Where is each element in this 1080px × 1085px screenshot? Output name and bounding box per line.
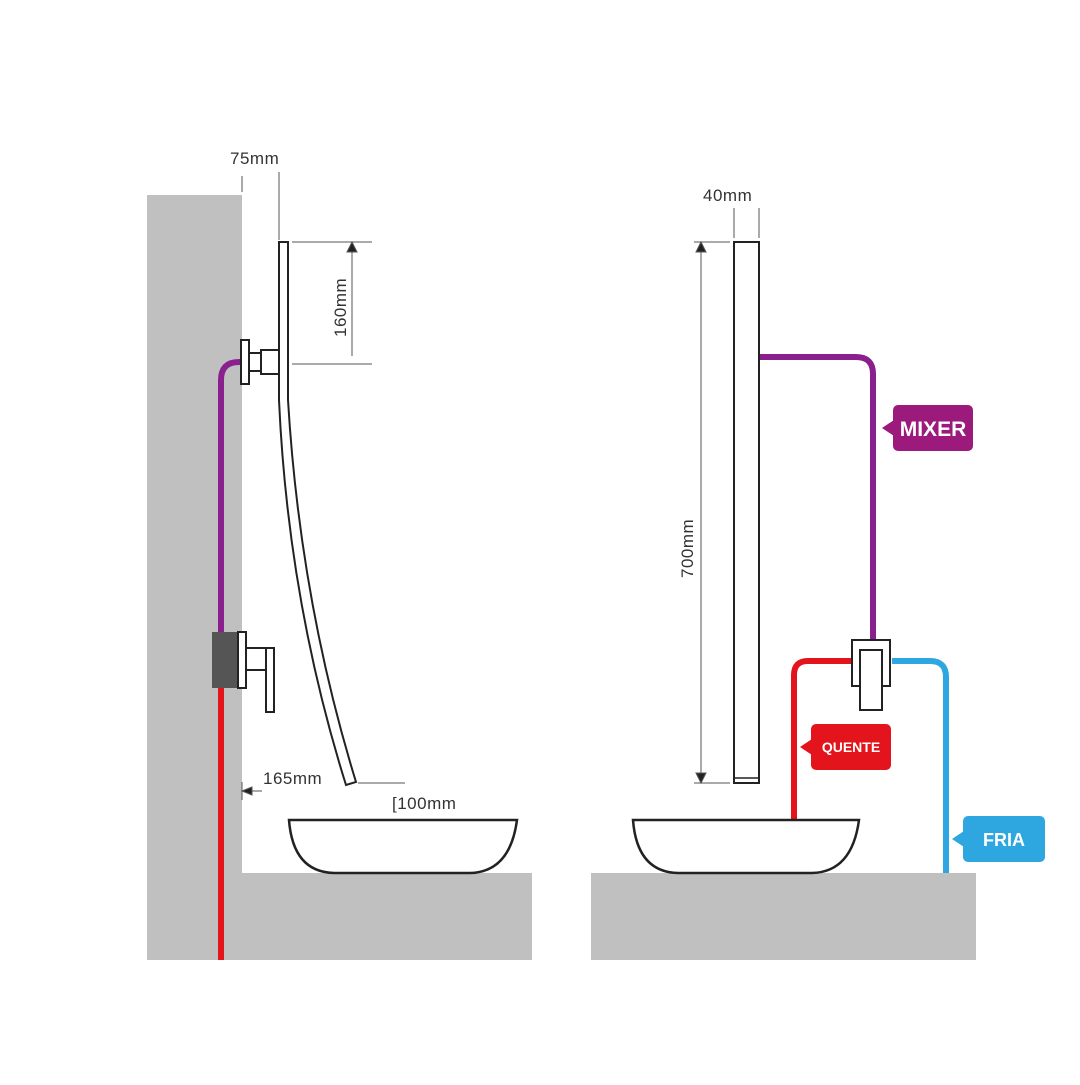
right-mixer-valve	[851, 639, 891, 711]
left-valve-body	[212, 632, 238, 688]
right-basin	[631, 818, 861, 875]
left-basin	[287, 818, 519, 875]
dim-panel-width: 40mm	[703, 186, 752, 205]
left-spout-connector	[240, 339, 280, 385]
dim-left-panel-height: 160mm	[331, 278, 350, 337]
mixer-tag: MIXER	[882, 405, 973, 451]
dim-spout-projection: [100mm	[392, 794, 456, 813]
left-dimension-lines	[240, 172, 405, 800]
mixer-label: MIXER	[900, 418, 967, 441]
right-mixed-pipe	[760, 354, 876, 640]
cold-tag: FRIA	[952, 816, 1045, 862]
dim-top-offset: 75mm	[230, 149, 279, 168]
right-hot-pipe	[791, 658, 854, 820]
right-view: 40mm 700mm MIXER QUENTE FRIA	[591, 186, 1045, 960]
cold-label: FRIA	[983, 830, 1025, 850]
left-mixer-handle	[237, 631, 275, 713]
hot-label: QUENTE	[822, 739, 880, 755]
right-waterfall-panel	[733, 241, 760, 784]
hot-tag: QUENTE	[800, 724, 891, 770]
left-wall	[147, 195, 242, 960]
right-dimension-lines	[694, 208, 760, 785]
dim-right-panel-height: 700mm	[678, 519, 697, 578]
right-countertop	[591, 873, 976, 960]
left-mixed-pipe	[218, 359, 244, 688]
left-waterfall-panel	[278, 241, 358, 787]
left-countertop	[242, 873, 532, 960]
left-view: 75mm 160mm 165mm [100mm	[147, 149, 532, 960]
right-cold-pipe	[892, 658, 949, 873]
dim-wall-offset: 165mm	[263, 769, 322, 788]
